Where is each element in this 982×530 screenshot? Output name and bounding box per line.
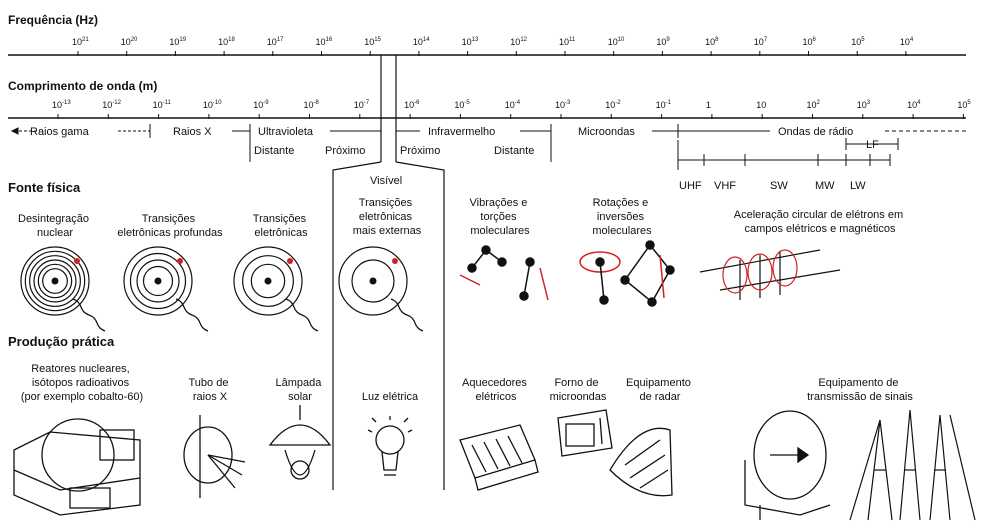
wavelength-tick-18: 105: [957, 100, 971, 110]
frequency-tick-11: 1010: [608, 37, 625, 47]
frequency-tick-2: 1019: [169, 37, 186, 47]
frequency-tick-17: 104: [900, 37, 914, 47]
wavelength-tick-17: 104: [907, 100, 921, 110]
wavelength-tick-10: 10-3: [555, 100, 571, 110]
frequency-tick-0: 1021: [72, 37, 89, 47]
sun-lamp-illustration: [268, 405, 332, 480]
frequency-tick-10: 1011: [559, 37, 576, 47]
frequency-tick-6: 1015: [364, 37, 381, 47]
band-sw: SW: [770, 180, 788, 192]
frequency-tick-12: 109: [656, 37, 670, 47]
production-sun-lamp: Lâmpada solar: [276, 377, 325, 403]
frequency-tick-1: 1020: [121, 37, 138, 47]
frequency-tick-8: 1013: [462, 37, 479, 47]
frequency-tick-14: 107: [754, 37, 768, 47]
atom-2: [233, 246, 319, 332]
wavelength-tick-2: 10-11: [153, 100, 172, 110]
production-title: Produção prática: [8, 334, 115, 349]
band-microwave: Microondas: [578, 126, 635, 138]
atom-illustrations: [20, 246, 424, 332]
band-row: [10, 124, 966, 170]
production-nuclear-reactors: Reatores nucleares, isótopos radioativos…: [21, 363, 143, 403]
radar-illustration: [609, 427, 673, 497]
band-ultraviolet: Ultravioleta: [258, 126, 314, 138]
frequency-tick-5: 1016: [316, 37, 333, 47]
microwave-oven-illustration: [557, 409, 613, 457]
source-electron-acceleration: Aceleração circular de elétrons em campo…: [734, 209, 906, 235]
frequency-title: Frequência (Hz): [8, 13, 98, 27]
frequency-tick-4: 1017: [267, 37, 284, 47]
band-lw: LW: [850, 180, 866, 192]
frequency-tick-9: 1012: [510, 37, 527, 47]
reactor-illustration: [13, 418, 141, 516]
heater-illustration: [459, 424, 539, 491]
production-microwave-oven: Forno de microondas: [550, 377, 607, 403]
band-lf: LF: [866, 139, 879, 151]
electron-coil-icon: [699, 249, 841, 300]
wavelength-tick-8: 10-5: [454, 100, 470, 110]
frequency-tick-3: 1018: [218, 37, 235, 47]
wavelength-tick-13: 1: [706, 100, 711, 110]
wavelength-tick-15: 102: [807, 100, 821, 110]
source-deep-electronic: Transições eletrônicas profundas: [117, 213, 223, 239]
band-ir-near: Próximo: [400, 145, 440, 157]
wavelength-title: Comprimento de onda (m): [8, 79, 157, 93]
wavelength-tick-5: 10-8: [304, 100, 320, 110]
wavelength-tick-16: 103: [857, 100, 871, 110]
wavelength-tick-4: 10-9: [253, 100, 269, 110]
atom-1: [123, 246, 209, 332]
band-gamma: Raios gama: [30, 126, 90, 138]
source-molecular-rotations: Rotações e inversões moleculares: [592, 197, 652, 237]
band-radio: Ondas de rádio: [778, 126, 853, 138]
production-electric-light: Luz elétrica: [362, 391, 419, 403]
broadcast-tower-illustration: [849, 409, 976, 521]
band-vhf: VHF: [714, 180, 736, 192]
wavelength-tick-12: 10-1: [656, 100, 672, 110]
frequency-tick-13: 108: [705, 37, 719, 47]
wavelength-tick-6: 10-7: [354, 100, 370, 110]
wavelength-tick-7: 10-6: [404, 100, 420, 110]
molecule-vibration-icon: [459, 245, 549, 301]
wavelength-tick-11: 10-2: [605, 100, 621, 110]
frequency-tick-15: 106: [803, 37, 817, 47]
wavelength-tick-3: 10-10: [203, 100, 222, 110]
band-ir-far: Distante: [494, 145, 534, 157]
source-electronic: Transições eletrônicas: [253, 213, 309, 239]
atom-3: [338, 246, 424, 332]
band-xray: Raios X: [173, 126, 212, 138]
sources-title: Fonte física: [8, 180, 81, 195]
frequency-tick-16: 105: [851, 37, 865, 47]
band-infrared: Infravermelho: [428, 126, 495, 138]
source-nuclear: Desintegração nuclear: [18, 213, 92, 239]
atom-0: [20, 246, 106, 332]
frequency-tick-7: 1014: [413, 37, 430, 47]
broadcast-dish-illustration: [744, 410, 831, 520]
band-uv-near: Próximo: [325, 145, 365, 157]
molecule-rotation-icon: [579, 240, 675, 307]
visible-label: Visível: [370, 175, 402, 187]
band-uv-far: Distante: [254, 145, 294, 157]
production-xray-tube: Tubo de raios X: [188, 377, 231, 403]
production-electric-heaters: Aquecedores elétricos: [462, 377, 530, 403]
source-outer-electronic: Transições eletrônicas mais externas: [353, 197, 422, 237]
frequency-ticks: 1021 1020 1019 1018 1017 1016 1015 1014 1013 1012…: [72, 37, 914, 56]
wavelength-tick-1: 10-12: [102, 100, 121, 110]
band-mw: MW: [815, 180, 835, 192]
visible-funnel-right: [395, 161, 445, 490]
radio-subband-brackets: [677, 138, 899, 166]
visible-funnel-left: [332, 161, 382, 490]
band-uhf: UHF: [679, 180, 702, 192]
xray-tube-illustration: [183, 415, 246, 498]
wavelength-tick-9: 10-4: [505, 100, 521, 110]
wavelength-tick-0: 10-13: [52, 100, 71, 110]
wavelength-tick-14: 10: [756, 100, 766, 110]
production-broadcast: Equipamento de transmissão de sinais: [807, 377, 913, 403]
production-radar: Equipamento de radar: [626, 377, 694, 403]
source-molecular-vibrations: Vibrações e torções moleculares: [470, 197, 531, 237]
light-bulb-illustration: [367, 416, 413, 476]
